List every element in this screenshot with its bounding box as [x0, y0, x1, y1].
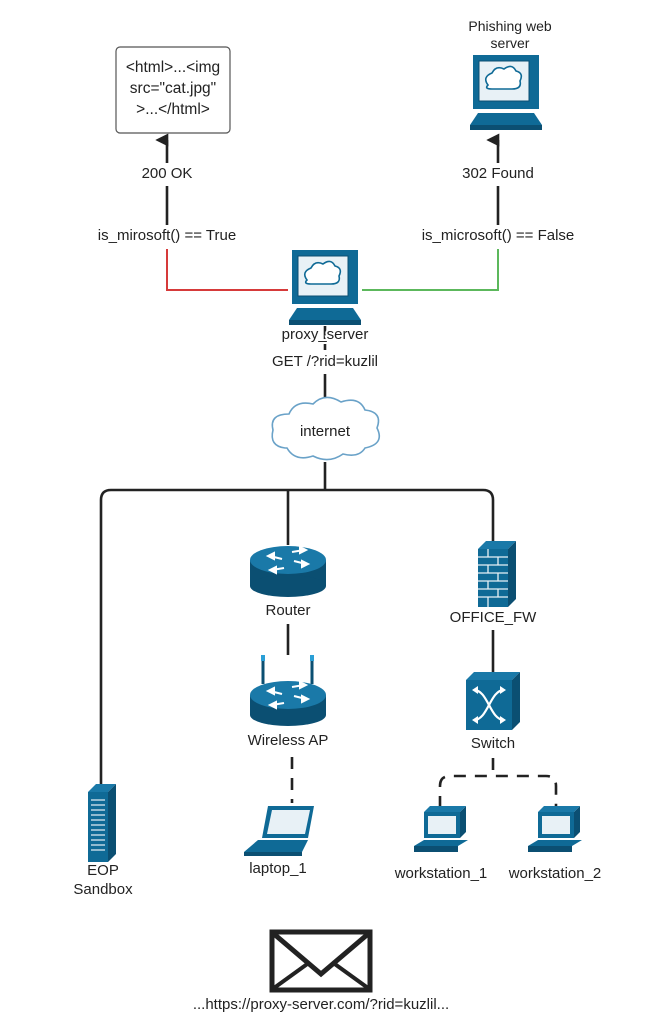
workstation-1-label: workstation_1 — [394, 865, 488, 882]
eop-sandbox-label-1: EOP — [87, 862, 119, 879]
wireless-ap-icon — [250, 655, 326, 726]
html-snippet-line-1: <html>...<img — [126, 59, 220, 76]
condition-false-label: is_microsoft() == False — [422, 227, 575, 244]
workstation-icon — [414, 806, 468, 852]
condition-true-label: is_mirosoft() == True — [98, 227, 236, 244]
switch-icon — [466, 672, 520, 730]
laptop-label: laptop_1 — [249, 860, 307, 877]
workstation-2-label: workstation_2 — [508, 865, 602, 882]
response-200-label: 200 OK — [142, 165, 193, 182]
html-snippet-line-2: src="cat.jpg" — [130, 80, 216, 97]
false-branch-line — [362, 249, 499, 291]
cloud-icon — [271, 396, 381, 461]
router-icon — [250, 545, 326, 597]
html-snippet-box: <html>...<img src="cat.jpg" >...</html> — [115, 46, 231, 134]
proxy-request-label: GET /?rid=kuzlil — [272, 353, 378, 370]
phishing-server-label-1: Phishing web — [468, 18, 551, 34]
server-rack-icon — [88, 784, 116, 862]
response-302-label: 302 Found — [462, 165, 534, 182]
true-branch-line — [166, 249, 288, 291]
computer-icon — [470, 55, 542, 130]
html-snippet-line-3: >...</html> — [136, 101, 210, 118]
envelope-icon — [269, 929, 373, 993]
email-link-text: ...https://proxy-server.com/?rid=kuzlil.… — [193, 996, 449, 1013]
laptop-icon — [244, 806, 314, 856]
switch-label: Switch — [471, 735, 515, 752]
workstation-icon — [528, 806, 582, 852]
internet-label: internet — [300, 423, 351, 440]
firewall-icon — [478, 541, 516, 607]
proxy-server-label: proxy_server — [282, 326, 369, 343]
wireless-ap-label: Wireless AP — [248, 732, 329, 749]
eop-sandbox-label-2: Sandbox — [73, 881, 133, 898]
phishing-server-label-2: server — [491, 35, 530, 51]
router-label: Router — [265, 602, 310, 619]
office-fw-label: OFFICE_FW — [450, 609, 538, 626]
computer-icon — [289, 250, 361, 325]
main-bus-line — [99, 488, 495, 790]
